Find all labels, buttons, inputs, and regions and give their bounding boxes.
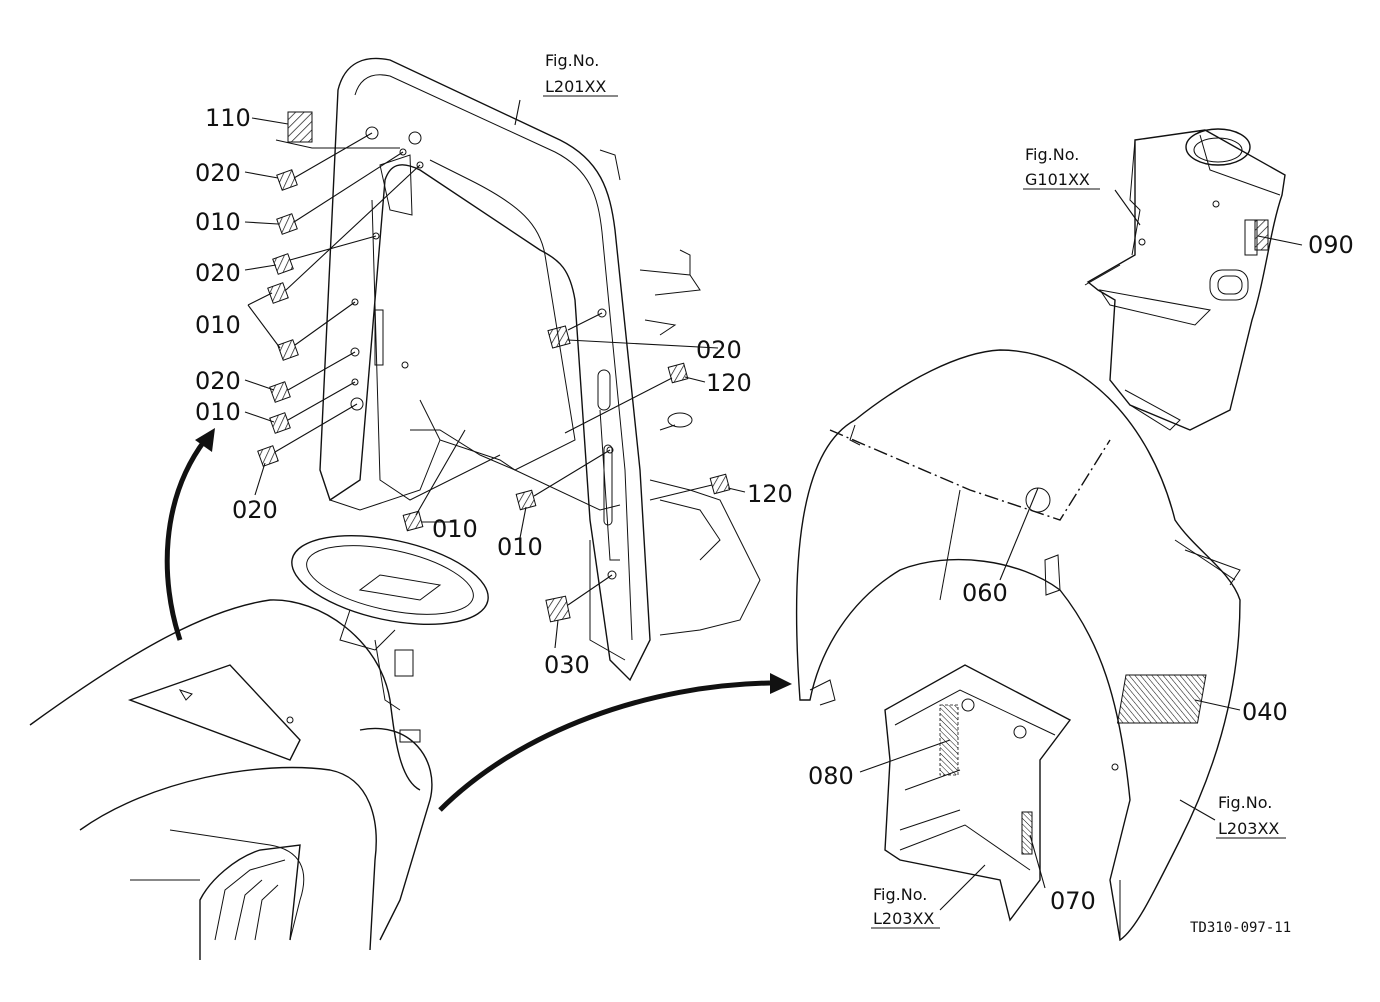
fig-no-code: L203XX (1218, 819, 1279, 838)
part-label-120: 120 (706, 369, 752, 397)
fig-no-code: L201XX (545, 77, 606, 96)
part-label-060: 060 (962, 579, 1008, 607)
fig-no-prefix: Fig.No. (873, 885, 927, 904)
fig-no-code: L203XX (873, 909, 934, 928)
tractor-body-drawing (29, 599, 433, 960)
part-label-090: 090 (1308, 231, 1354, 259)
hood-drawing (795, 349, 1241, 942)
part-label-030: 030 (544, 651, 590, 679)
part-label-020: 020 (195, 367, 241, 395)
fig-no-prefix: Fig.No. (545, 51, 599, 70)
steering-wheel-drawing (291, 534, 489, 711)
curved-arrows (164, 428, 792, 812)
part-label-010: 010 (432, 515, 478, 543)
fig-no-prefix: Fig.No. (1025, 145, 1079, 164)
part-label-040: 040 (1242, 698, 1288, 726)
part-label-010: 010 (195, 398, 241, 426)
figure-ref-side-panel: Fig.No. L203XX (871, 885, 940, 929)
part-label-020: 020 (195, 259, 241, 287)
part-label-120: 120 (747, 480, 793, 508)
part-label-070: 070 (1050, 887, 1096, 915)
figure-ref-meter-panel: Fig.No. G101XX (1023, 145, 1100, 190)
part-label-010: 010 (497, 533, 543, 561)
leader-lines (244, 99, 1303, 911)
fig-no-prefix: Fig.No. (1218, 793, 1272, 812)
meter-panel-drawing (1084, 128, 1286, 431)
drawing-code: TD310-097-11 (1190, 920, 1291, 936)
part-label-110: 110 (205, 104, 251, 132)
part-label-020: 020 (232, 496, 278, 524)
part-label-020: 020 (195, 159, 241, 187)
part-label-020: 020 (696, 336, 742, 364)
part-label-010: 010 (195, 311, 241, 339)
rops-frame-drawing (319, 57, 761, 682)
part-label-080: 080 (808, 762, 854, 790)
fig-no-code: G101XX (1025, 170, 1090, 189)
figure-ref-hood: Fig.No. L203XX (1216, 793, 1286, 839)
part-number-labels: 110 020 010 020 010 020 010 020 010 010 … (195, 104, 1354, 915)
decals (257, 111, 731, 623)
side-panel-drawing (884, 664, 1072, 922)
part-label-010: 010 (195, 208, 241, 236)
figure-ref-rops: Fig.No. L201XX (543, 51, 618, 97)
